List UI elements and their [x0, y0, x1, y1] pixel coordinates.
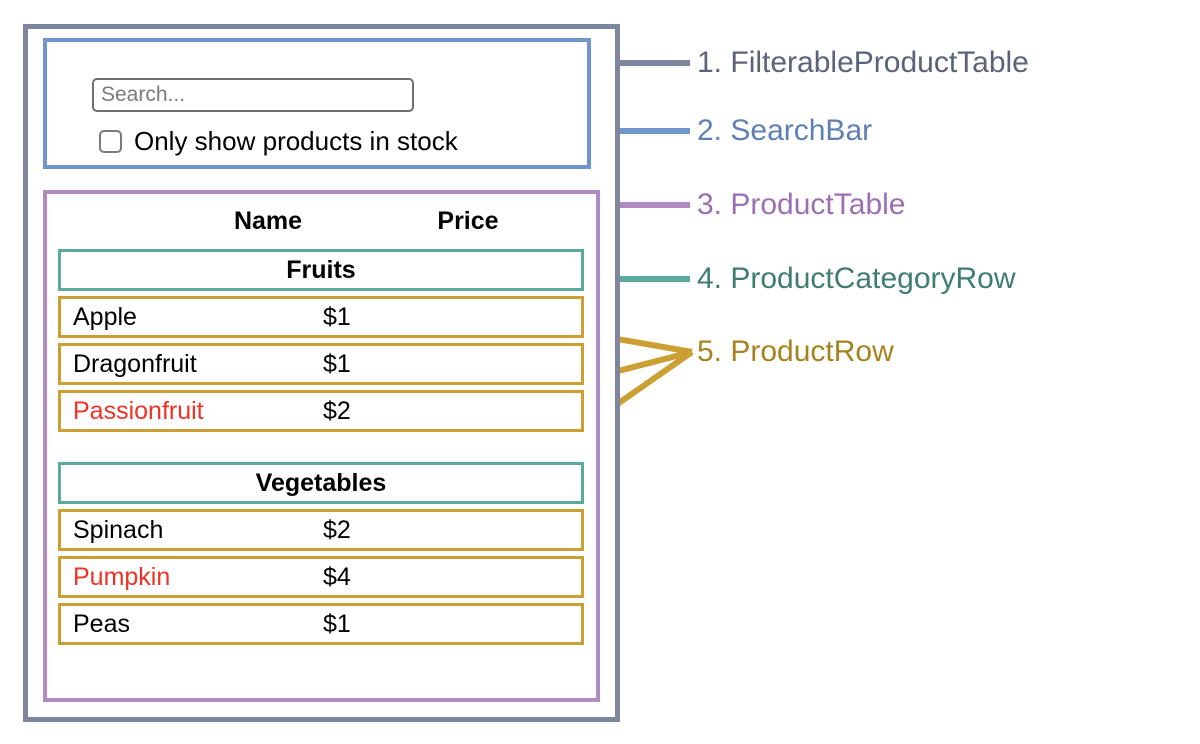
product-name: Spinach	[73, 516, 164, 544]
product-category-row: Vegetables	[58, 462, 584, 504]
product-name: Apple	[73, 303, 137, 331]
annotation-1-text: FilterableProductTable	[730, 46, 1029, 79]
product-price: $4	[323, 563, 351, 591]
in-stock-filter-row[interactable]: Only show products in stock	[99, 128, 458, 154]
column-header-name: Name	[233, 207, 303, 235]
annotation-5-text: ProductRow	[730, 335, 894, 368]
annotation-3-text: ProductTable	[730, 188, 906, 221]
product-category-label: Vegetables	[255, 468, 387, 497]
search-input[interactable]	[92, 78, 414, 112]
product-price: $1	[323, 350, 351, 378]
product-row: Passionfruit $2	[58, 390, 584, 432]
annotation-label-4: 4. ProductCategoryRow	[697, 264, 1016, 294]
in-stock-checkbox[interactable]	[99, 129, 122, 153]
annotation-2-number: 2.	[697, 114, 723, 147]
annotation-1-number: 1.	[697, 46, 723, 79]
annotation-label-2: 2. SearchBar	[697, 116, 872, 146]
product-table-header: Name Price	[47, 202, 596, 240]
product-price: $1	[323, 610, 351, 638]
product-name: Pumpkin	[73, 563, 171, 591]
in-stock-checkbox-label: Only show products in stock	[134, 126, 458, 156]
product-row: Pumpkin $4	[58, 556, 584, 598]
product-price: $1	[323, 303, 351, 331]
product-name: Dragonfruit	[73, 350, 197, 378]
product-row: Apple $1	[58, 296, 584, 338]
product-category-label: Fruits	[286, 255, 356, 284]
annotation-2-text: SearchBar	[730, 114, 873, 147]
annotation-4-text: ProductCategoryRow	[730, 262, 1016, 295]
product-row: Dragonfruit $1	[58, 343, 584, 385]
product-row: Spinach $2	[58, 509, 584, 551]
product-name: Peas	[73, 610, 130, 638]
search-bar-frame: Only show products in stock	[43, 38, 591, 169]
annotation-label-1: 1. FilterableProductTable	[697, 48, 1029, 78]
annotation-5-number: 5.	[697, 335, 723, 368]
product-price: $2	[323, 516, 351, 544]
column-header-price: Price	[437, 207, 499, 235]
product-price: $2	[323, 397, 351, 425]
annotation-label-3: 3. ProductTable	[697, 190, 905, 220]
product-row: Peas $1	[58, 603, 584, 645]
category-group-gap	[58, 437, 584, 462]
annotation-4-number: 4.	[697, 262, 723, 295]
product-name: Passionfruit	[73, 397, 204, 425]
product-category-row: Fruits	[58, 249, 584, 291]
annotation-label-5: 5. ProductRow	[697, 337, 894, 367]
annotation-3-number: 3.	[697, 188, 723, 221]
